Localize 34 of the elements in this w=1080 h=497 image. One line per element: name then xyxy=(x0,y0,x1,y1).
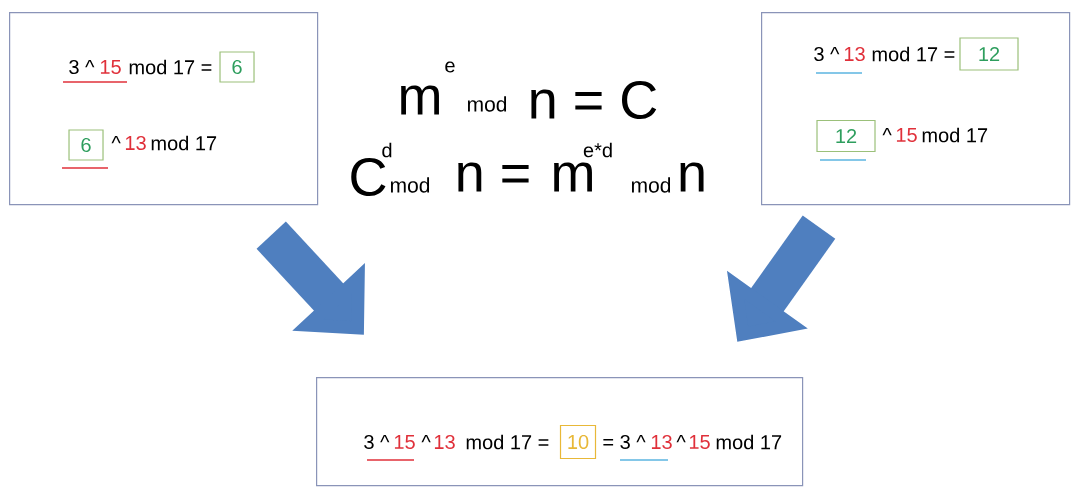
node-label: 15 xyxy=(689,435,710,449)
answer-box: 12 xyxy=(959,37,1019,71)
answer-box: 12 xyxy=(816,119,876,153)
answer-box: 10 xyxy=(559,424,597,460)
equation: = 3 ^ 13 ^ 15 mod 17 xyxy=(603,434,782,450)
equation: 3 ^ 15 mod 17 = xyxy=(69,59,212,75)
node-label: 13 xyxy=(434,434,455,450)
formula-text: n = C xyxy=(531,80,657,120)
node-label: mod 17 xyxy=(716,434,782,450)
node-label: 3 ^ xyxy=(364,434,390,450)
formula-text: e*d xyxy=(583,142,612,158)
node-label: 13 xyxy=(651,434,672,450)
formula-text: n xyxy=(680,162,704,192)
formula-text: mod xyxy=(467,96,507,112)
formula-text: n = xyxy=(458,162,529,192)
equation: 3 ^ 15 ^ 13 mod 17 = xyxy=(364,434,549,450)
answer-box: 6 xyxy=(68,129,104,161)
node-label: 15 xyxy=(394,435,415,449)
formula-text: mod xyxy=(390,177,430,193)
equation: ^ 13 mod 17 xyxy=(111,135,217,151)
formula-text: m xyxy=(401,85,439,115)
node-label: ^ xyxy=(421,435,431,443)
formula-text: e xyxy=(445,61,455,73)
formula-text: mod xyxy=(631,177,671,193)
formula-text: m xyxy=(554,162,592,192)
node-label: = 3 ^ xyxy=(603,434,646,450)
equation: 3 ^ 13 mod 17 = xyxy=(814,46,955,62)
formula-text: d xyxy=(382,142,392,158)
node-label: ^ xyxy=(676,435,686,443)
answer-box: 6 xyxy=(219,51,255,83)
node-label: mod 17 = xyxy=(466,434,549,450)
equation: ^ 15 mod 17 xyxy=(882,127,988,143)
formula-text: C xyxy=(351,157,386,197)
block-arrow xyxy=(256,221,365,335)
